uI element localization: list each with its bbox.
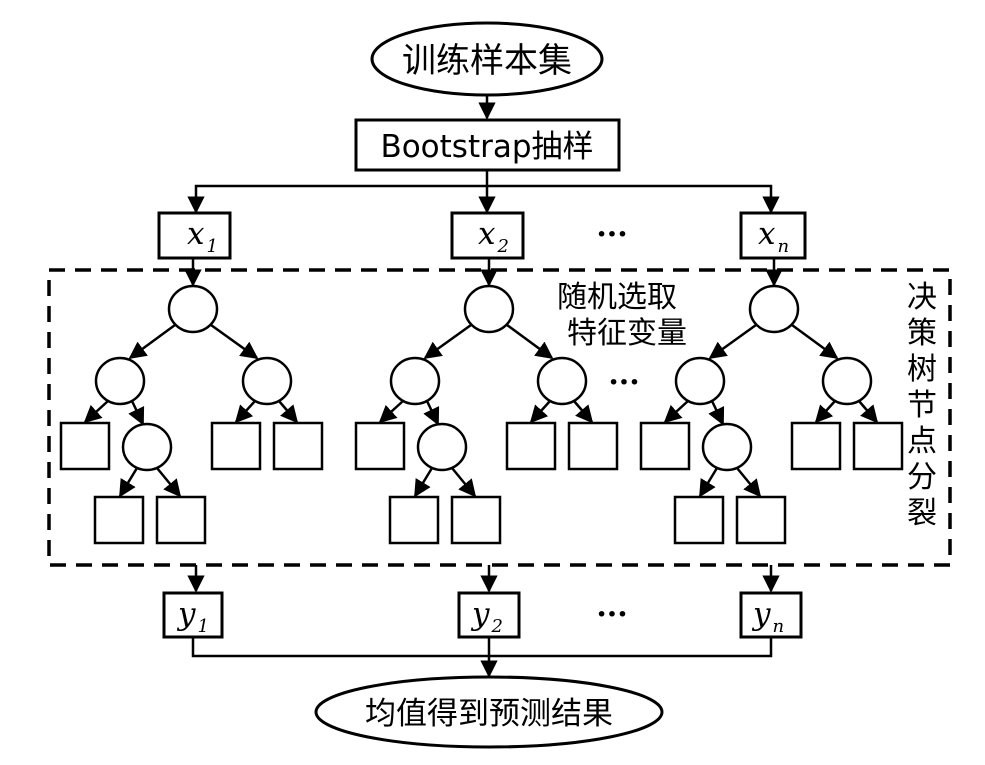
tree1-root-node: [167, 284, 219, 334]
tree3-leaf-2: [790, 421, 842, 471]
tree1-edge-right-leaf2: [278, 400, 299, 424]
tree3-leaf-5: [735, 495, 787, 545]
tree3-edge-root-left: [708, 323, 757, 360]
split-label-char: 裂: [907, 496, 937, 531]
decision-trees: [59, 258, 904, 545]
svg-text:x2: x2: [478, 216, 509, 257]
tree3-edge-right-leaf2: [858, 400, 879, 424]
tree1-leaf-1: [59, 421, 111, 471]
merge-lines: [191, 637, 773, 678]
tree3-edge-lr-leaf1: [698, 467, 719, 498]
tree1-right-node: [241, 356, 293, 406]
tree2-edge-root-left: [423, 323, 472, 360]
tree2-edge-lr-leaf1: [413, 467, 434, 498]
decision-tree-frame: [47, 268, 952, 567]
bootstrap-node: Bootstrap抽样: [354, 118, 621, 172]
tree1-edge-lr-leaf1: [118, 467, 139, 498]
tree-ellipsis: ···: [608, 365, 639, 400]
tree2-left-right-node: [416, 422, 468, 472]
tree2-left-node: [389, 356, 441, 406]
tree1-leaf-3: [272, 421, 324, 471]
tree2-leaf-2: [505, 421, 557, 471]
tree3-edge-right-leaf1: [814, 400, 836, 424]
tree2-edge-right-leaf2: [573, 400, 594, 424]
split-label-char: 决: [907, 280, 937, 315]
tree3-edge-left-right: [708, 400, 725, 426]
tree2-edge-lr-leaf2: [451, 467, 477, 498]
tree2-leaf-5: [450, 495, 502, 545]
tree2-edge-root-right: [506, 323, 554, 360]
output-ellipsis: ···: [596, 597, 627, 632]
tree3-edge-root-right: [791, 323, 839, 360]
tree2-edge-right-leaf1: [529, 400, 551, 424]
svg-text:x1: x1: [187, 216, 218, 257]
tree1-left-node: [94, 356, 146, 406]
tree1-leaf-2: [210, 421, 262, 471]
tree2-leaf-4: [388, 495, 440, 545]
svg-text:xn: xn: [758, 216, 789, 257]
tree3-left-right-node: [701, 422, 753, 472]
split-label-char: 节: [907, 388, 937, 423]
tree3-edge-left-leaf: [663, 400, 689, 424]
tree3-root-node: [748, 284, 800, 334]
tree3-left-node: [674, 356, 726, 406]
tree3-leaf-3: [852, 421, 904, 471]
tree3-leaf-4: [673, 495, 725, 545]
tree1-edge-right-leaf1: [234, 400, 256, 424]
tree1-edge-lr-leaf2: [156, 467, 182, 498]
bootstrap-split-lines: [187, 170, 780, 214]
prediction-result-node: 均值得到预测结果: [314, 675, 664, 749]
training-set-label: 训练样本集: [402, 41, 572, 81]
input-ellipsis: ···: [596, 217, 627, 252]
tree1-edge-root-right: [210, 323, 259, 360]
prediction-result-label: 均值得到预测结果: [365, 696, 613, 732]
tree3-right-node: [821, 356, 873, 406]
tree1-edge-left-leaf: [83, 400, 109, 424]
tree2-right-node: [536, 356, 588, 406]
tree2-leaf-3: [567, 421, 619, 471]
split-label-char: 分: [907, 460, 937, 495]
tree1-edge-root-left: [128, 323, 176, 360]
tree1-leaf-5: [155, 495, 207, 545]
split-label-char: 树: [907, 352, 937, 387]
tree1-leaf-4: [93, 495, 145, 545]
svg-text:y1: y1: [176, 596, 209, 637]
tree2-edge-left-right: [423, 400, 440, 426]
tree2-leaf-1: [354, 421, 406, 471]
split-label-char: 点: [907, 424, 937, 459]
bootstrap-label: Bootstrap抽样: [380, 129, 593, 165]
random-feature-line2: 特征变量: [567, 316, 687, 351]
tree3-leaf-1: [639, 421, 691, 471]
tree3-edge-lr-leaf2: [736, 467, 762, 498]
tree2-root-node: [463, 284, 515, 334]
tree1-left-right-node: [121, 422, 173, 472]
tree-output-arrows: [187, 565, 780, 593]
svg-text:yn: yn: [751, 596, 784, 637]
split-label-char: 策: [907, 316, 937, 351]
random-feature-line1: 随机选取: [557, 280, 677, 315]
training-set-node: 训练样本集: [370, 21, 604, 97]
svg-text:y2: y2: [470, 596, 503, 637]
tree2-edge-left-leaf: [378, 400, 404, 424]
tree1-edge-left-right: [128, 400, 145, 426]
